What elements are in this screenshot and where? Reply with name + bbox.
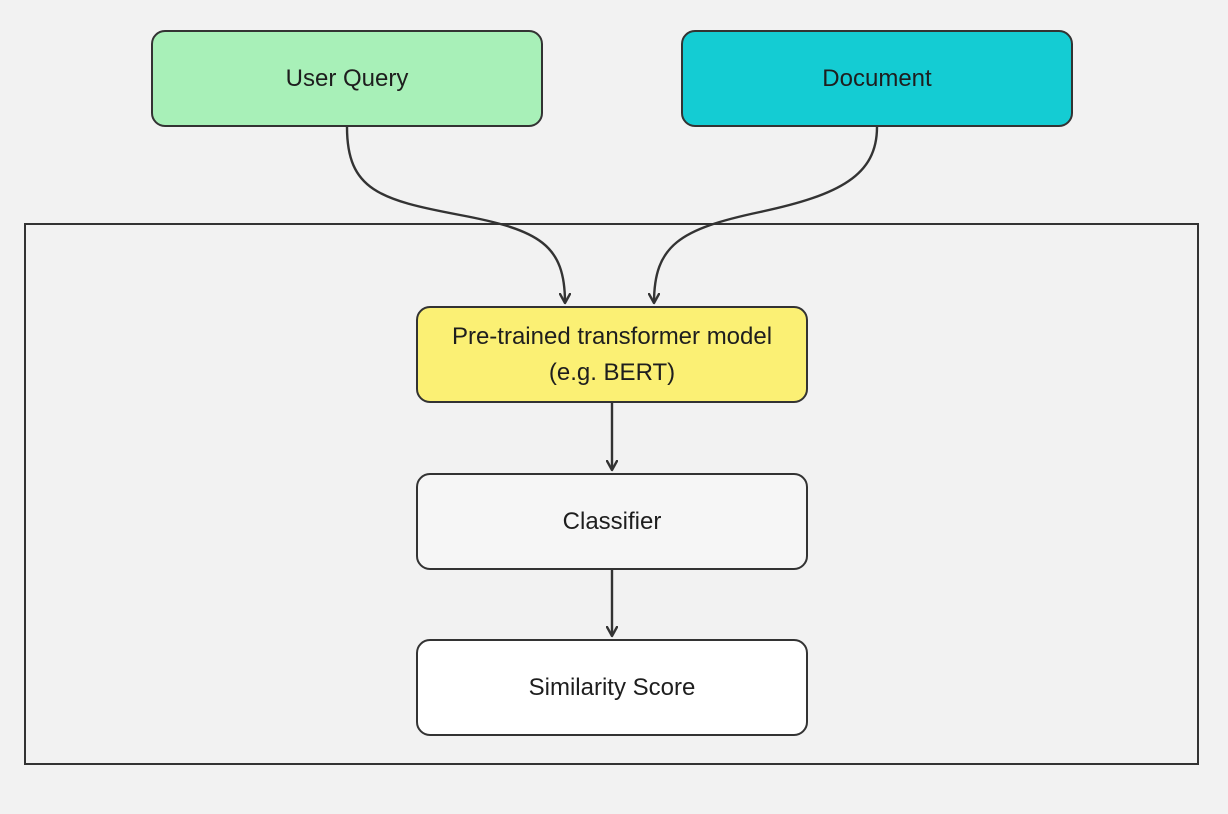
transformer-model-node: Pre-trained transformer model (e.g. BERT… [416, 306, 808, 403]
model-group-frame [24, 223, 1199, 765]
edge-document-to-transformer [654, 126, 879, 303]
classifier-label: Classifier [562, 507, 662, 535]
transformer-model-label: Pre-trained transformer model (e.g. BERT… [451, 322, 773, 386]
user-query-label: User Query [285, 64, 409, 92]
edge-user-query-to-transformer [345, 126, 565, 303]
document-node: Document [681, 30, 1073, 127]
document-label: Document [822, 64, 932, 92]
similarity-score-node: Similarity Score [416, 639, 808, 736]
classifier-node: Classifier [416, 473, 808, 570]
user-query-node: User Query [151, 30, 543, 127]
similarity-score-label: Similarity Score [528, 673, 696, 701]
